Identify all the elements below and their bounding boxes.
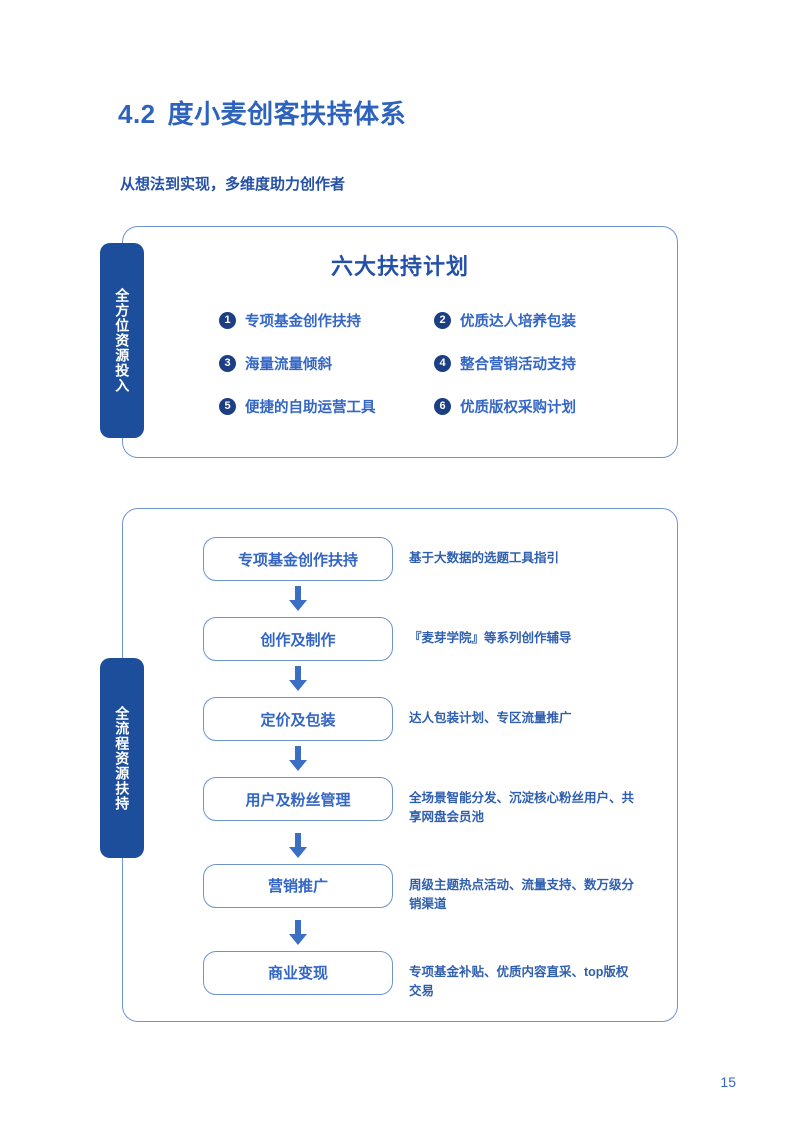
plan-item-5: 5 便捷的自助运营工具 bbox=[219, 385, 434, 428]
flow-box-3: 定价及包装 bbox=[203, 697, 393, 741]
flow-box-4: 用户及粉丝管理 bbox=[203, 777, 393, 821]
arrow-wrap-5 bbox=[203, 915, 393, 951]
flow-box-5: 营销推广 bbox=[203, 863, 393, 908]
flow-desc-3: 达人包装计划、专区流量推广 bbox=[409, 711, 572, 725]
side-tab-full-process-resources: 全流程资源扶持 bbox=[100, 658, 144, 858]
number-badge-5: 5 bbox=[219, 398, 236, 415]
section-heading: 4.2 度小麦创客扶持体系 bbox=[118, 94, 406, 131]
arrow-down-icon-1 bbox=[289, 586, 307, 611]
flow-step-2: 创作及制作 『麦芽学院』等系列创作辅导 bbox=[203, 617, 639, 661]
arrow-down-icon-3 bbox=[289, 746, 307, 771]
flow-box-1: 专项基金创作扶持 bbox=[203, 537, 393, 581]
arrow-wrap-1 bbox=[203, 581, 393, 617]
flow-box-label-4: 用户及粉丝管理 bbox=[245, 791, 351, 809]
plan-item-6: 6 优质版权采购计划 bbox=[434, 385, 659, 428]
plan-item-4: 4 整合营销活动支持 bbox=[434, 342, 659, 385]
plan-label-3: 海量流量倾斜 bbox=[245, 357, 332, 373]
flow-step-5: 营销推广 周级主题热点活动、流量支持、数万级分销渠道 bbox=[203, 863, 639, 915]
flow-box-label-6: 商业变现 bbox=[267, 965, 328, 982]
arrow-wrap-2 bbox=[203, 661, 393, 697]
flow-step-3: 定价及包装 达人包装计划、专区流量推广 bbox=[203, 697, 639, 741]
flow-desc-6: 专项基金补贴、优质内容直采、top版权交易 bbox=[409, 964, 629, 998]
flow-card: 专项基金创作扶持 基于大数据的选题工具指引 创作及制作 『麦芽学院』等系列创作辅… bbox=[122, 508, 678, 1022]
plans-card-heading: 六大扶持计划 bbox=[330, 254, 469, 279]
plan-label-2: 优质达人培养包装 bbox=[460, 314, 576, 330]
side-tab-all-round-resources: 全方位资源投入 bbox=[100, 243, 144, 438]
flow-box-6: 商业变现 bbox=[203, 950, 393, 995]
flow-desc-1: 基于大数据的选题工具指引 bbox=[409, 551, 560, 565]
flow-desc-2: 『麦芽学院』等系列创作辅导 bbox=[409, 631, 572, 645]
plan-item-3: 3 海量流量倾斜 bbox=[219, 342, 434, 385]
flow-box-2: 创作及制作 bbox=[203, 617, 393, 661]
plan-label-4: 整合营销活动支持 bbox=[460, 357, 576, 373]
section-subtitle: 从想法到实现，多维度助力创作者 bbox=[120, 176, 346, 193]
number-badge-6: 6 bbox=[434, 398, 451, 415]
section-number: 4.2 bbox=[118, 99, 156, 129]
section-title-text: 度小麦创客扶持体系 bbox=[167, 99, 407, 129]
side-tab-label-plans: 全方位资源投入 bbox=[114, 288, 131, 393]
flow-desc-4: 全场景智能分发、沉淀核心粉丝用户、共享网盘会员池 bbox=[409, 791, 635, 825]
plans-card: 六大扶持计划 1 专项基金创作扶持 2 优质达人培养包装 3 海量流量倾斜 4 … bbox=[122, 226, 678, 458]
flow-chart: 专项基金创作扶持 基于大数据的选题工具指引 创作及制作 『麦芽学院』等系列创作辅… bbox=[203, 537, 639, 1001]
arrow-down-icon-4 bbox=[289, 832, 307, 858]
page-number: 15 bbox=[720, 1074, 736, 1090]
plan-label-5: 便捷的自助运营工具 bbox=[245, 400, 376, 416]
flow-box-label-3: 定价及包装 bbox=[260, 711, 336, 729]
flow-step-1: 专项基金创作扶持 基于大数据的选题工具指引 bbox=[203, 537, 639, 581]
plan-item-1: 1 专项基金创作扶持 bbox=[219, 299, 434, 342]
number-badge-2: 2 bbox=[434, 312, 451, 329]
plan-label-1: 专项基金创作扶持 bbox=[245, 314, 361, 330]
plans-grid: 1 专项基金创作扶持 2 优质达人培养包装 3 海量流量倾斜 4 整合营销活动支… bbox=[219, 299, 659, 428]
flow-step-4: 用户及粉丝管理 全场景智能分发、沉淀核心粉丝用户、共享网盘会员池 bbox=[203, 777, 639, 828]
number-badge-3: 3 bbox=[219, 355, 236, 372]
flow-desc-5: 周级主题热点活动、流量支持、数万级分销渠道 bbox=[409, 877, 635, 912]
flow-box-label-1: 专项基金创作扶持 bbox=[237, 551, 358, 569]
arrow-down-icon-5 bbox=[289, 919, 307, 945]
arrow-wrap-3 bbox=[203, 741, 393, 777]
arrow-down-icon-2 bbox=[289, 666, 307, 691]
number-badge-4: 4 bbox=[434, 355, 451, 372]
flow-box-label-5: 营销推广 bbox=[267, 878, 328, 896]
side-tab-label-flow: 全流程资源扶持 bbox=[114, 705, 131, 811]
flow-step-6: 商业变现 专项基金补贴、优质内容直采、top版权交易 bbox=[203, 950, 639, 1002]
plan-label-6: 优质版权采购计划 bbox=[460, 400, 576, 416]
arrow-wrap-4 bbox=[203, 828, 393, 864]
plan-item-2: 2 优质达人培养包装 bbox=[434, 299, 659, 342]
number-badge-1: 1 bbox=[219, 312, 236, 329]
flow-box-label-2: 创作及制作 bbox=[260, 631, 336, 649]
